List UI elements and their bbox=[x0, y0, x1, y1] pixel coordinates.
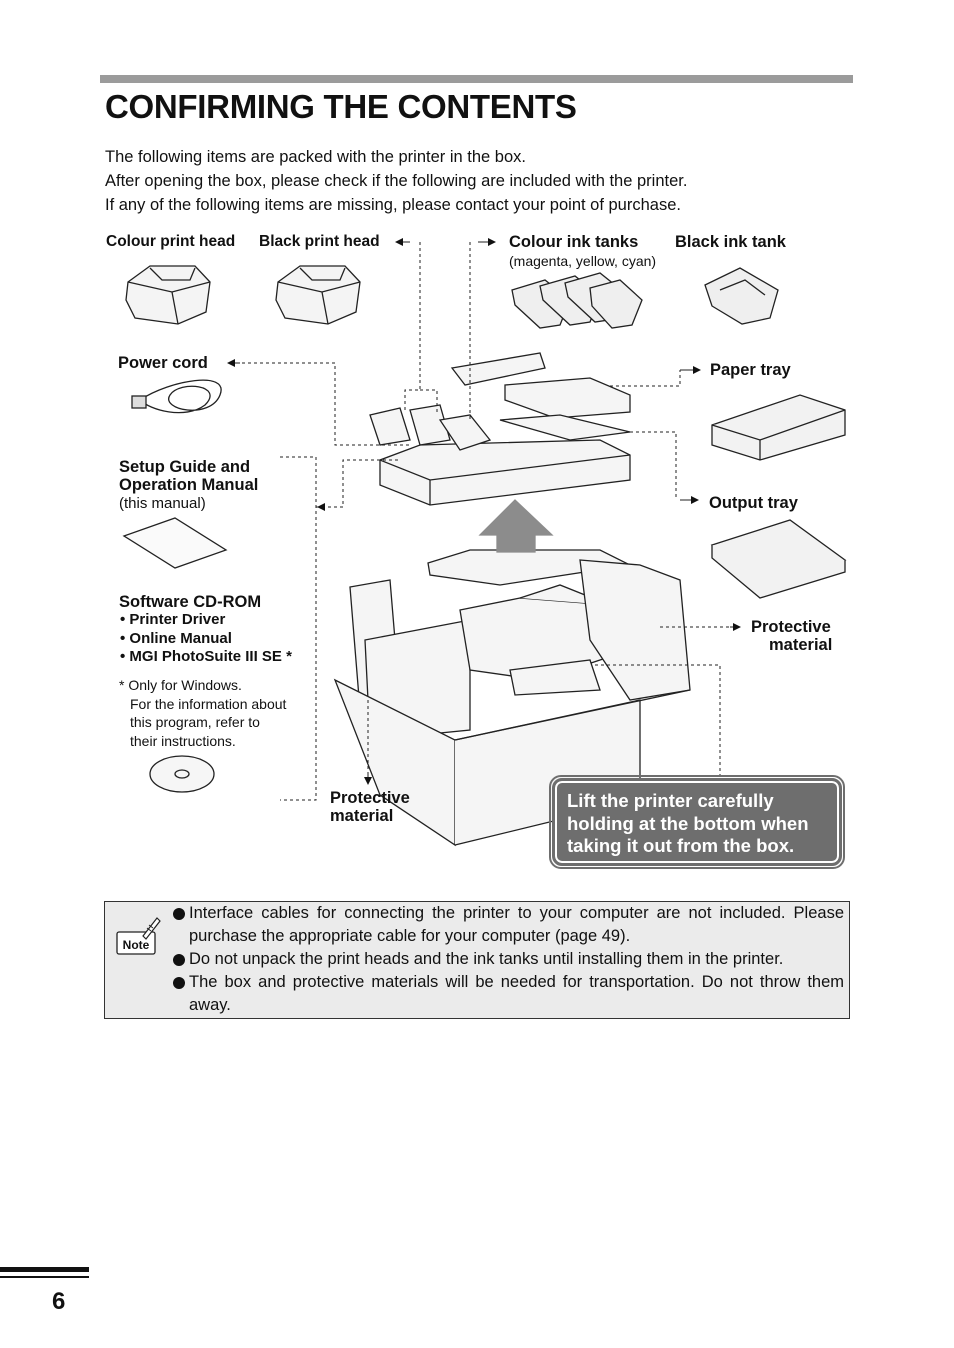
black-ink-tank-illustration bbox=[704, 267, 779, 325]
bullet-icon bbox=[173, 908, 185, 920]
unpacking-assembly-illustration bbox=[333, 352, 691, 847]
page-number-rule-thin bbox=[0, 1276, 89, 1278]
page-number: 6 bbox=[52, 1288, 66, 1315]
footnote-line: * Only for Windows. bbox=[119, 677, 242, 693]
note-item: Interface cables for connecting the prin… bbox=[172, 902, 844, 948]
intro-line: After opening the box, please check if t… bbox=[105, 172, 688, 190]
label-software-cd: Software CD-ROM bbox=[119, 593, 262, 611]
manual-illustration bbox=[122, 517, 228, 569]
lift-arrow bbox=[478, 499, 554, 553]
black-print-head-illustration bbox=[275, 265, 361, 325]
lift-callout-frame bbox=[549, 775, 845, 869]
note-pencil-icon: Note bbox=[116, 917, 161, 955]
label-protective-material-right-1: Protective bbox=[751, 618, 831, 636]
note-list: Interface cables for connecting the prin… bbox=[172, 902, 844, 1017]
callout-line: holding at the bottom when bbox=[567, 812, 809, 834]
label-output-tray: Output tray bbox=[709, 494, 798, 512]
software-footnote: * Only for Windows. For the information … bbox=[119, 676, 286, 750]
label-protective-material-right-2: material bbox=[769, 636, 833, 654]
label-colour-ink-tanks: Colour ink tanks bbox=[509, 233, 639, 251]
label-black-print-head: Black print head bbox=[259, 233, 380, 250]
software-bullet: • MGI PhotoSuite III SE * bbox=[120, 648, 292, 665]
intro-line: The following items are packed with the … bbox=[105, 148, 526, 166]
colour-print-head-illustration bbox=[125, 265, 211, 325]
bullet-icon bbox=[173, 977, 185, 989]
label-protective-material-bottom-2: material bbox=[330, 807, 394, 825]
intro-text: The following items are packed with the … bbox=[105, 145, 687, 217]
label-power-cord: Power cord bbox=[118, 354, 208, 372]
label-setup-guide-note: (this manual) bbox=[119, 495, 206, 512]
note-box bbox=[104, 901, 850, 1019]
footnote-line: their instructions. bbox=[130, 732, 236, 749]
output-tray-illustration bbox=[710, 519, 847, 599]
label-colour-ink-tanks-note: (magenta, yellow, cyan) bbox=[509, 253, 657, 269]
note-icon-label: Note bbox=[123, 938, 150, 952]
label-paper-tray: Paper tray bbox=[710, 361, 791, 379]
callout-line: Lift the printer carefully bbox=[567, 790, 774, 811]
callout-line: taking it out from the box. bbox=[567, 835, 795, 856]
software-bullets: • Printer Driver • Online Manual • MGI P… bbox=[120, 611, 292, 667]
footnote-line: For the information about bbox=[130, 695, 287, 712]
title-rule bbox=[100, 75, 853, 83]
note-item: Do not unpack the print heads and the in… bbox=[172, 948, 844, 971]
software-bullet: • Printer Driver bbox=[120, 611, 226, 628]
label-protective-material-bottom-1: Protective bbox=[330, 789, 410, 807]
bullet-icon bbox=[173, 954, 185, 966]
page-title: CONFIRMING THE CONTENTS bbox=[105, 88, 577, 125]
label-colour-print-head: Colour print head bbox=[106, 233, 236, 250]
footnote-line: this program, refer to bbox=[130, 714, 260, 730]
power-cord-illustration bbox=[131, 379, 222, 414]
note-item: The box and protective materials will be… bbox=[172, 971, 844, 1017]
colour-ink-tanks-illustration bbox=[511, 272, 643, 329]
page-number-rule bbox=[0, 1267, 89, 1272]
label-setup-guide-2: Operation Manual bbox=[119, 476, 259, 494]
contents-illustration bbox=[122, 238, 847, 847]
cd-illustration bbox=[149, 755, 215, 793]
lift-callout: Lift the printer carefully holding at th… bbox=[552, 778, 842, 866]
intro-line: If any of the following items are missin… bbox=[105, 196, 681, 214]
paper-tray-illustration bbox=[711, 394, 846, 461]
label-setup-guide-1: Setup Guide and bbox=[119, 458, 251, 476]
label-black-ink-tank: Black ink tank bbox=[675, 233, 786, 251]
software-bullet: • Online Manual bbox=[120, 629, 232, 647]
